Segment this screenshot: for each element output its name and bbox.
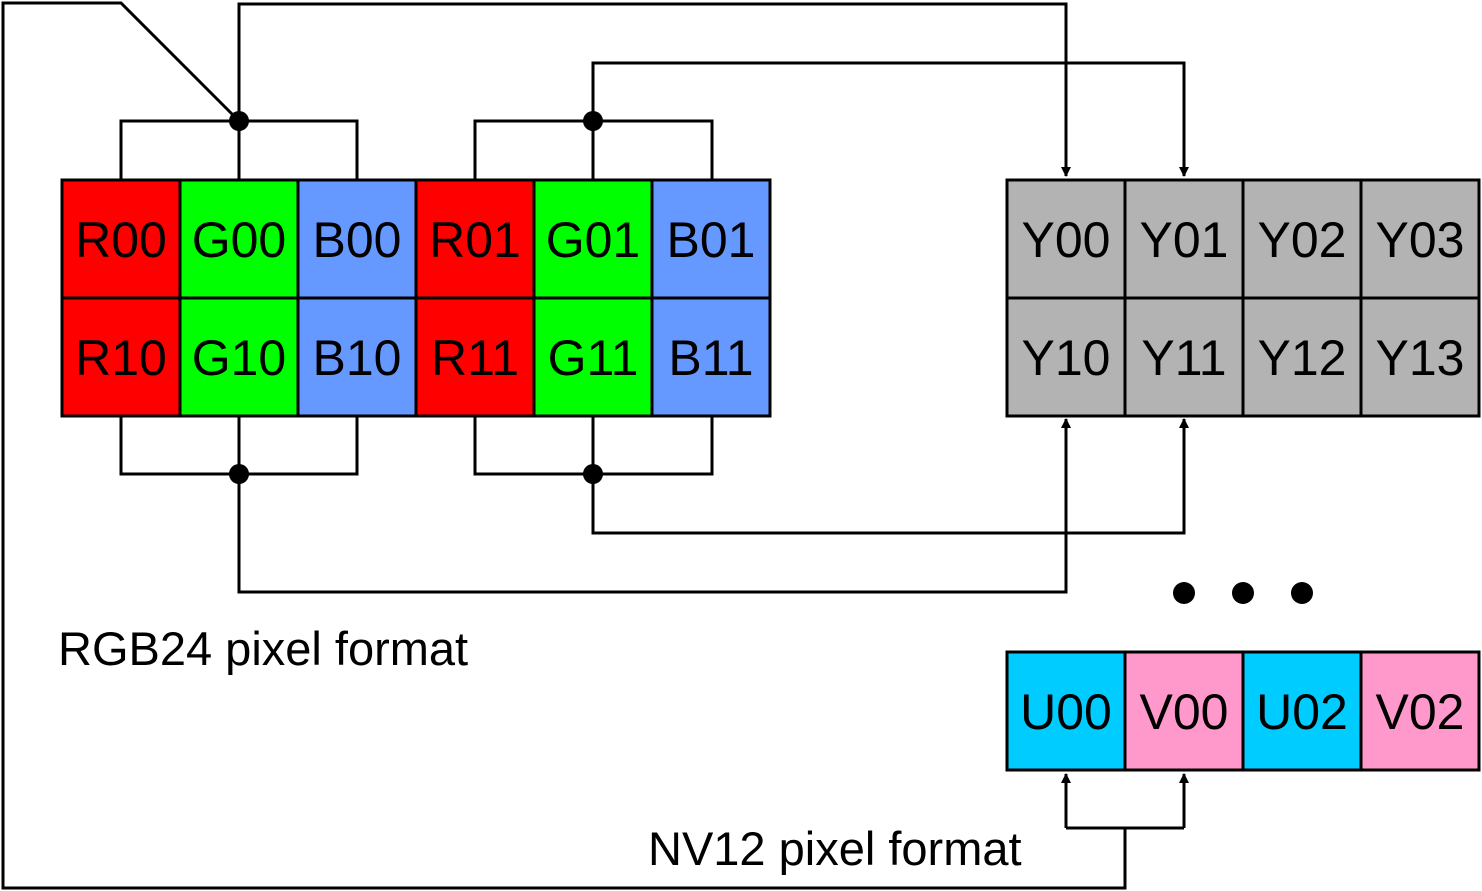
cell-g00 bbox=[178, 178, 300, 300]
cell-label-r01: R01 bbox=[429, 212, 521, 268]
cell-y00 bbox=[1005, 178, 1127, 300]
wire-rgb10-to-y10 bbox=[237, 415, 1071, 594]
cell-label-y03: Y03 bbox=[1376, 212, 1465, 268]
cell-y13 bbox=[1359, 296, 1481, 418]
cell-label-y11: Y11 bbox=[1141, 330, 1226, 386]
connector-wires bbox=[1, 1, 1189, 890]
cell-r11 bbox=[414, 296, 536, 418]
cell-label-g10: G10 bbox=[192, 330, 287, 386]
cell-g11 bbox=[532, 296, 654, 418]
wire-rgb-to-uv-loop bbox=[1, 1, 1127, 890]
cell-v02 bbox=[1359, 650, 1481, 772]
cell-label-v00: V00 bbox=[1140, 684, 1229, 740]
cell-b00 bbox=[296, 178, 418, 300]
cell-y12 bbox=[1241, 296, 1363, 418]
cell-b11 bbox=[650, 296, 772, 418]
uv-plane-grid: U00 V00 U02 V02 bbox=[1005, 650, 1481, 772]
cell-label-y13: Y13 bbox=[1376, 330, 1465, 386]
cell-label-u00: U00 bbox=[1020, 684, 1112, 740]
cell-g10 bbox=[178, 296, 300, 418]
junction-dot bbox=[229, 464, 249, 484]
cell-y11 bbox=[1123, 296, 1245, 418]
junction-dot bbox=[583, 464, 603, 484]
ellipsis-dot bbox=[1173, 582, 1195, 604]
cell-r10 bbox=[60, 296, 182, 418]
cell-label-g11: G11 bbox=[548, 330, 639, 386]
cell-label-y01: Y01 bbox=[1140, 212, 1229, 268]
cell-g01 bbox=[532, 178, 654, 300]
cell-label-r10: R10 bbox=[75, 330, 167, 386]
cell-v00 bbox=[1123, 650, 1245, 772]
cell-label-b01: B01 bbox=[667, 212, 756, 268]
rgb24-caption: RGB24 pixel format bbox=[58, 622, 468, 675]
cell-label-y00: Y00 bbox=[1022, 212, 1111, 268]
cell-label-b10: B10 bbox=[313, 330, 402, 386]
cell-label-r00: R00 bbox=[75, 212, 167, 268]
cell-label-y02: Y02 bbox=[1258, 212, 1347, 268]
junction-dot bbox=[583, 111, 603, 131]
cell-b10 bbox=[296, 296, 418, 418]
cell-label-y12: Y12 bbox=[1258, 330, 1347, 386]
cell-y03 bbox=[1359, 178, 1481, 300]
ellipsis-dots bbox=[1173, 582, 1313, 604]
junction-dot bbox=[229, 111, 249, 131]
cell-label-g01: G01 bbox=[546, 212, 641, 268]
cell-label-r11: R11 bbox=[431, 330, 519, 386]
cell-r01 bbox=[414, 178, 536, 300]
ellipsis-dot bbox=[1232, 582, 1254, 604]
nv12-caption: NV12 pixel format bbox=[648, 822, 1022, 875]
wire-rgb00-to-y00 bbox=[237, 2, 1071, 180]
cell-u02 bbox=[1241, 650, 1363, 772]
cell-label-g00: G00 bbox=[192, 212, 287, 268]
cell-label-y10: Y10 bbox=[1022, 330, 1111, 386]
cell-label-v02: V02 bbox=[1376, 684, 1465, 740]
cell-y10 bbox=[1005, 296, 1127, 418]
cell-label-b00: B00 bbox=[313, 212, 402, 268]
cell-label-u02: U02 bbox=[1256, 684, 1348, 740]
ellipsis-dot bbox=[1291, 582, 1313, 604]
cell-label-b11: B11 bbox=[668, 330, 753, 386]
